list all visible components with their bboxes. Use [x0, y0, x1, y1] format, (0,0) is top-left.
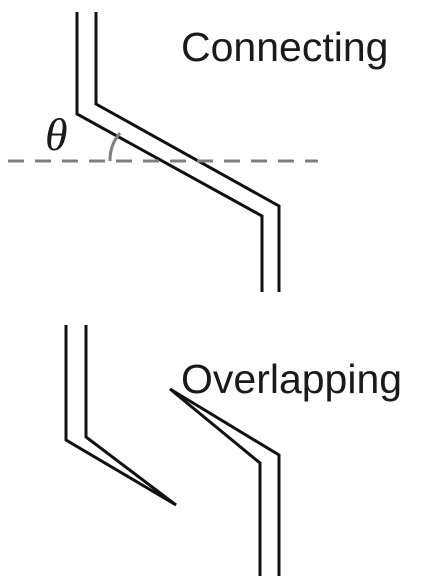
- angle-label: θ: [45, 109, 68, 160]
- connecting-label: Connecting: [181, 24, 388, 70]
- angle-arc: [108, 132, 122, 162]
- overlapping-upper-outer-wall: [169, 387, 262, 576]
- connecting-outer-wall: [75, 12, 264, 292]
- connecting-inner-wall: [94, 12, 281, 292]
- overlapping-upper-inner-wall: [169, 387, 281, 576]
- overlapping-lower-outer-wall: [64, 325, 177, 507]
- overlapping-lower-inner-wall: [84, 325, 177, 507]
- connecting-group: θ Connecting: [8, 12, 388, 292]
- overlapping-label: Overlapping: [181, 356, 402, 402]
- overlapping-group: Overlapping: [64, 325, 402, 576]
